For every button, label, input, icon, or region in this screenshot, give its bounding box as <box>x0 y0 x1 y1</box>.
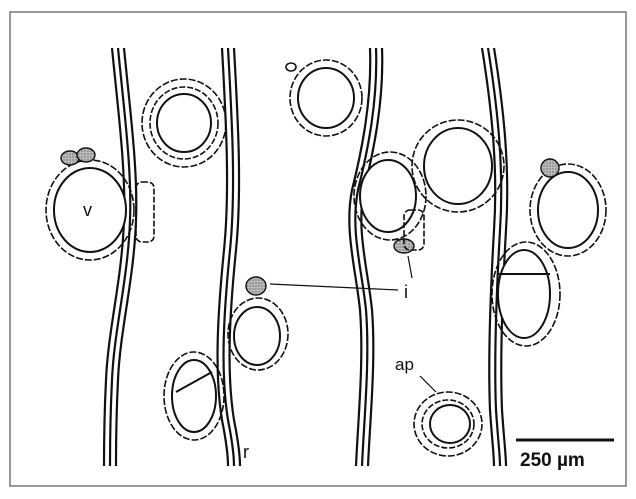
vesicle-v <box>46 148 154 260</box>
root-1 <box>104 48 136 466</box>
scale-bar-label: 250 µm <box>520 450 585 471</box>
root-2 <box>218 48 240 466</box>
label-i: i <box>404 282 408 302</box>
label-ap: ap <box>395 355 414 374</box>
vesicle-pair-right <box>492 159 606 346</box>
appressorium-cluster <box>136 182 154 242</box>
vesicle-top-middle <box>286 60 362 136</box>
vesicle-top-left <box>142 79 226 167</box>
scale-bar: 250 µm <box>516 440 614 471</box>
vesicle-cluster-root-3 <box>354 120 504 253</box>
label-v: v <box>83 200 92 220</box>
vesicle-bottom-left <box>164 352 224 440</box>
root-3 <box>349 48 382 466</box>
label-r: r <box>243 442 249 462</box>
vesicle-ap <box>414 392 482 456</box>
vesicle-i <box>228 277 288 370</box>
root-4 <box>482 48 507 466</box>
